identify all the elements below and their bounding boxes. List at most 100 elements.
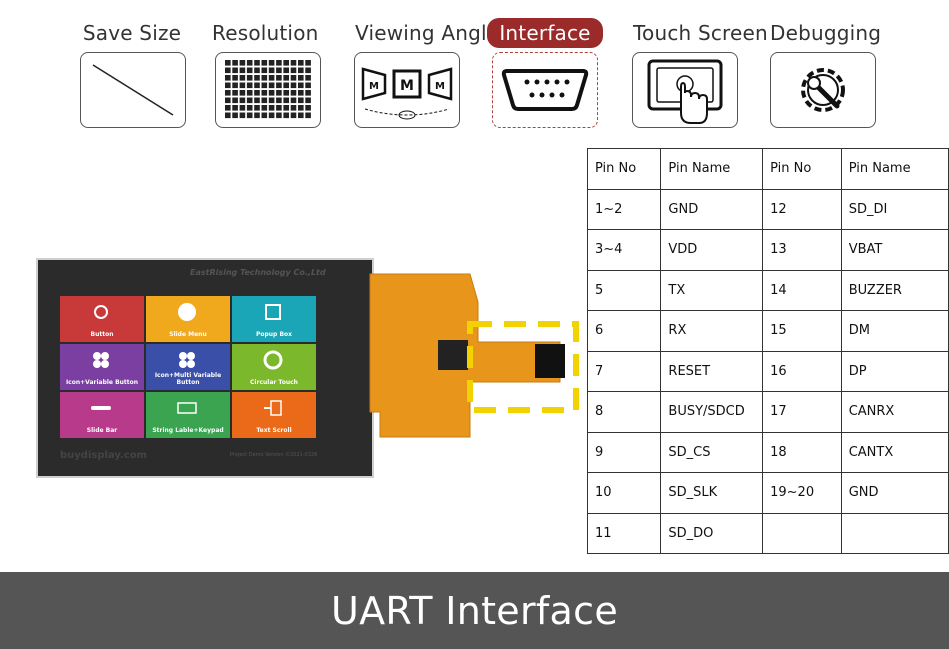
- tab-label: Debugging: [770, 21, 882, 45]
- tab-icon-box: [80, 52, 186, 128]
- tile-label: Popup Box: [255, 331, 293, 338]
- cell: SD_CS: [660, 431, 764, 473]
- lcd-product-image: EastRising Technology Co.,Ltd Button Sli…: [36, 258, 376, 478]
- cell: BUSY/SDCD: [660, 391, 764, 433]
- svg-text:M: M: [400, 78, 414, 94]
- cell: 5: [586, 269, 662, 311]
- tile-text-scroll: Text Scroll: [232, 392, 316, 438]
- serial-port-icon: [501, 69, 589, 111]
- cell: 17: [762, 391, 842, 433]
- tab-label: Interface: [487, 18, 603, 48]
- tile-label: Slide Menu: [169, 331, 207, 338]
- tile-circular-touch: Circular Touch: [232, 344, 316, 390]
- cell: RX: [660, 310, 764, 352]
- tab-icon-box: [492, 52, 598, 128]
- cell: 8: [586, 391, 662, 433]
- cell: 3~4: [586, 229, 662, 271]
- menu-icon: [178, 303, 196, 321]
- header-cell: Pin No: [586, 148, 662, 190]
- pixel-grid-icon: [225, 60, 311, 119]
- header-cell: Pin No: [762, 148, 842, 190]
- cell: CANRX: [840, 391, 949, 433]
- tab-icon-box: [632, 52, 738, 128]
- svg-text:M: M: [435, 81, 445, 92]
- cell: VBAT: [840, 229, 949, 271]
- header-cell: Pin Name: [840, 148, 949, 190]
- cell: SD_DI: [840, 188, 949, 230]
- flex-cable-graphic: [369, 273, 579, 438]
- keyboard-icon: [177, 402, 197, 414]
- svg-text:M: M: [369, 81, 379, 92]
- tile-label: Circular Touch: [250, 379, 298, 386]
- brand-bottom-text: buydisplay.com: [60, 450, 147, 461]
- cell: 13: [762, 229, 842, 271]
- cell: DM: [840, 310, 949, 352]
- tile-label: Icon+Variable Button: [65, 379, 139, 386]
- icons-icon: [93, 352, 109, 368]
- text-icon: [264, 400, 282, 416]
- cell: GND: [660, 188, 764, 230]
- cell: DP: [840, 350, 949, 392]
- cell: 19~20: [762, 472, 842, 514]
- cell: RESET: [660, 350, 764, 392]
- tab-save-size[interactable]: Save Size: [67, 18, 197, 128]
- cell: [840, 512, 949, 554]
- cell: 18: [762, 431, 842, 473]
- viewing-angle-icon: M M M: [361, 67, 453, 120]
- cell: TX: [660, 269, 764, 311]
- table-header-row: Pin No Pin Name Pin No Pin Name: [586, 148, 949, 190]
- cell: BUZZER: [840, 269, 949, 311]
- screen-tile-grid: Button Slide Menu Popup Box Icon+Variabl…: [58, 286, 316, 438]
- tile-label: String Lable+Keypad: [152, 427, 224, 434]
- cell: 9: [586, 431, 662, 473]
- tab-icon-box: [215, 52, 321, 128]
- cell: 10: [586, 472, 662, 514]
- tab-label: Resolution: [212, 21, 319, 45]
- gear-wrench-icon: [801, 68, 845, 112]
- cell: 15: [762, 310, 842, 352]
- tab-icon-box: [770, 52, 876, 128]
- tab-debugging[interactable]: Debugging: [758, 18, 888, 128]
- slider-icon: [91, 406, 111, 410]
- cell: 11: [586, 512, 662, 554]
- cell: 12: [762, 188, 842, 230]
- cell: CANTX: [840, 431, 949, 473]
- cell: SD_DO: [660, 512, 764, 554]
- tile-popup-box: Popup Box: [232, 296, 316, 342]
- tab-resolution[interactable]: Resolution: [200, 18, 330, 128]
- tab-viewing-angle[interactable]: Viewing Angle M M M: [343, 18, 499, 128]
- ic-chip: [438, 340, 468, 370]
- tab-touch-screen[interactable]: Touch Screen: [621, 18, 768, 128]
- circle-icon: [263, 350, 283, 370]
- cell: VDD: [660, 229, 764, 271]
- tab-label: Save Size: [82, 21, 182, 45]
- tile-slide-bar: Slide Bar: [60, 392, 144, 438]
- touch-hand-icon: [647, 59, 723, 124]
- tile-slide-menu: Slide Menu: [146, 296, 230, 342]
- cell: 6: [586, 310, 662, 352]
- hand-icon: [94, 305, 108, 319]
- cell: 1~2: [586, 188, 662, 230]
- feature-tabs: Save Size Resolution Viewing Angle M M M: [0, 0, 949, 140]
- icons-icon: [179, 352, 195, 368]
- brand-top-text: EastRising Technology Co.,Ltd: [190, 268, 326, 277]
- cell: GND: [840, 472, 949, 514]
- cell: 7: [586, 350, 662, 392]
- cell: 16: [762, 350, 842, 392]
- tab-interface[interactable]: Interface: [480, 18, 610, 128]
- tile-icon-variable-button: Icon+Variable Button: [60, 344, 144, 390]
- tile-button: Button: [60, 296, 144, 342]
- cell: [762, 512, 842, 554]
- tile-label: Icon+Multi Variable Button: [154, 372, 222, 386]
- header-cell: Pin Name: [660, 148, 764, 190]
- footer-banner: UART Interface: [0, 572, 949, 649]
- cell: SD_SLK: [660, 472, 764, 514]
- project-text: Project Demo Version ©2021-0326: [230, 452, 318, 458]
